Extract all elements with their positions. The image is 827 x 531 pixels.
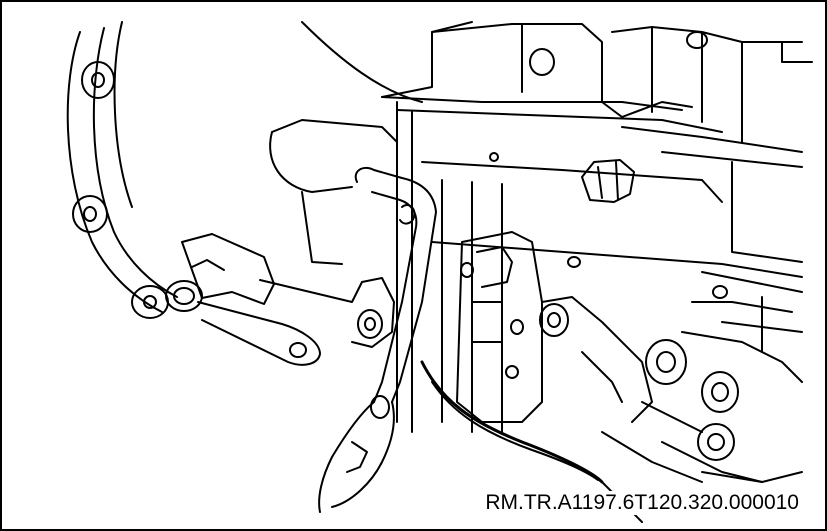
linkage-arms	[539, 296, 803, 483]
wrench-tool-icon	[318, 166, 437, 513]
housing-flange-outline	[66, 21, 423, 319]
gearbox-housing-body	[269, 21, 813, 433]
reference-code-label: RM.TR.A1197.6T120.320.000010	[481, 491, 803, 515]
bolt-icon	[489, 152, 728, 299]
selector-plate-bracket-icon	[456, 231, 543, 423]
shift-lever-bracket-icon	[165, 233, 395, 366]
